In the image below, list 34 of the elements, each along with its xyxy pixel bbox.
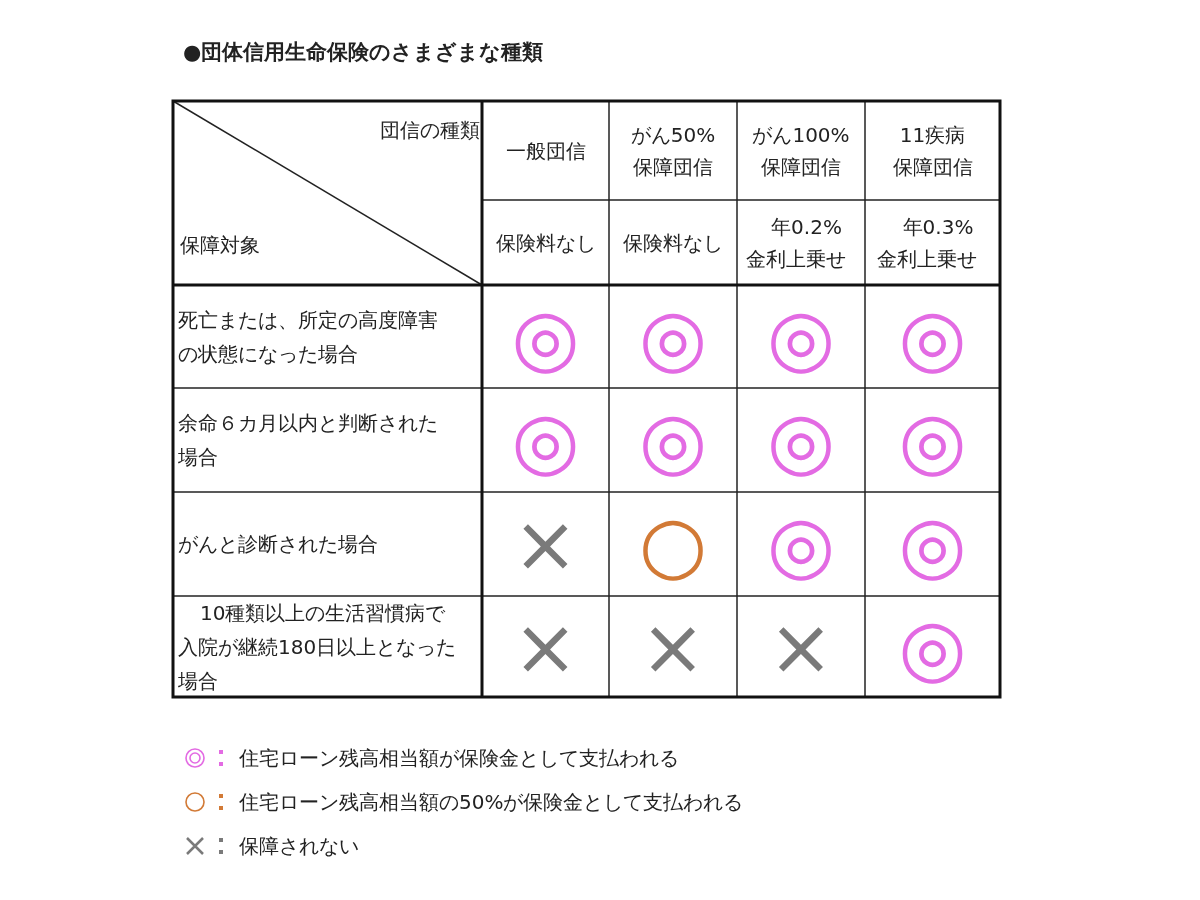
column-heading: 保険料なし — [623, 229, 723, 257]
cell-mark: ○ — [638, 504, 708, 584]
cell-mark: ◎ — [638, 400, 708, 480]
cell-mark: ◎ — [766, 400, 836, 480]
column-heading: がん100%保障団信 — [751, 121, 851, 181]
column-heading: 年0.3%金利上乗せ — [876, 213, 978, 273]
cell-mark: ◎ — [766, 296, 836, 377]
column-heading: 11疾病保障団信 — [891, 121, 974, 181]
cell-mark: ◎ — [898, 504, 967, 584]
row-heading: 余命６カ月以内と判断された場合 — [178, 410, 439, 471]
cell-mark: ◎ — [766, 504, 836, 584]
title: ●団体信用生命保険のさまざまな種類 — [183, 39, 544, 66]
column-heading: 団信の種類 — [380, 117, 480, 144]
cell-mark: ◎ — [898, 606, 967, 687]
cell-mark: ◎ — [898, 296, 967, 377]
cell-mark: ◎ — [638, 296, 708, 377]
legend-text: 住宅ローン残高相当額が保険金として支払われる — [239, 745, 679, 772]
cell-mark: ◎ — [511, 400, 580, 480]
legend-text: 保障されない — [239, 833, 359, 860]
cell-mark: × — [640, 606, 706, 687]
column-heading: がん50%保障団信 — [629, 121, 717, 181]
column-heading: 年0.2%金利上乗せ — [744, 213, 847, 273]
row-heading: 死亡または、所定の高度障害の状態になった場合 — [178, 306, 439, 368]
column-heading: 保険料なし — [495, 229, 596, 257]
cell-mark: × — [512, 606, 579, 687]
column-heading: 一般団信 — [505, 137, 586, 165]
cell-mark: ◎ — [898, 400, 967, 480]
cell-mark: × — [768, 606, 834, 687]
legend-text: 住宅ローン残高相当額の50%が保険金として支払われる — [239, 789, 744, 816]
cell-mark: ◎ — [511, 296, 580, 377]
cell-mark: × — [512, 504, 579, 584]
column-heading: 保障対象 — [180, 232, 260, 259]
row-heading: がんと診断された場合 — [178, 531, 378, 558]
row-heading: 10種類以上の生活習慣病で入院が継続180日以上となった場合 — [178, 599, 458, 695]
